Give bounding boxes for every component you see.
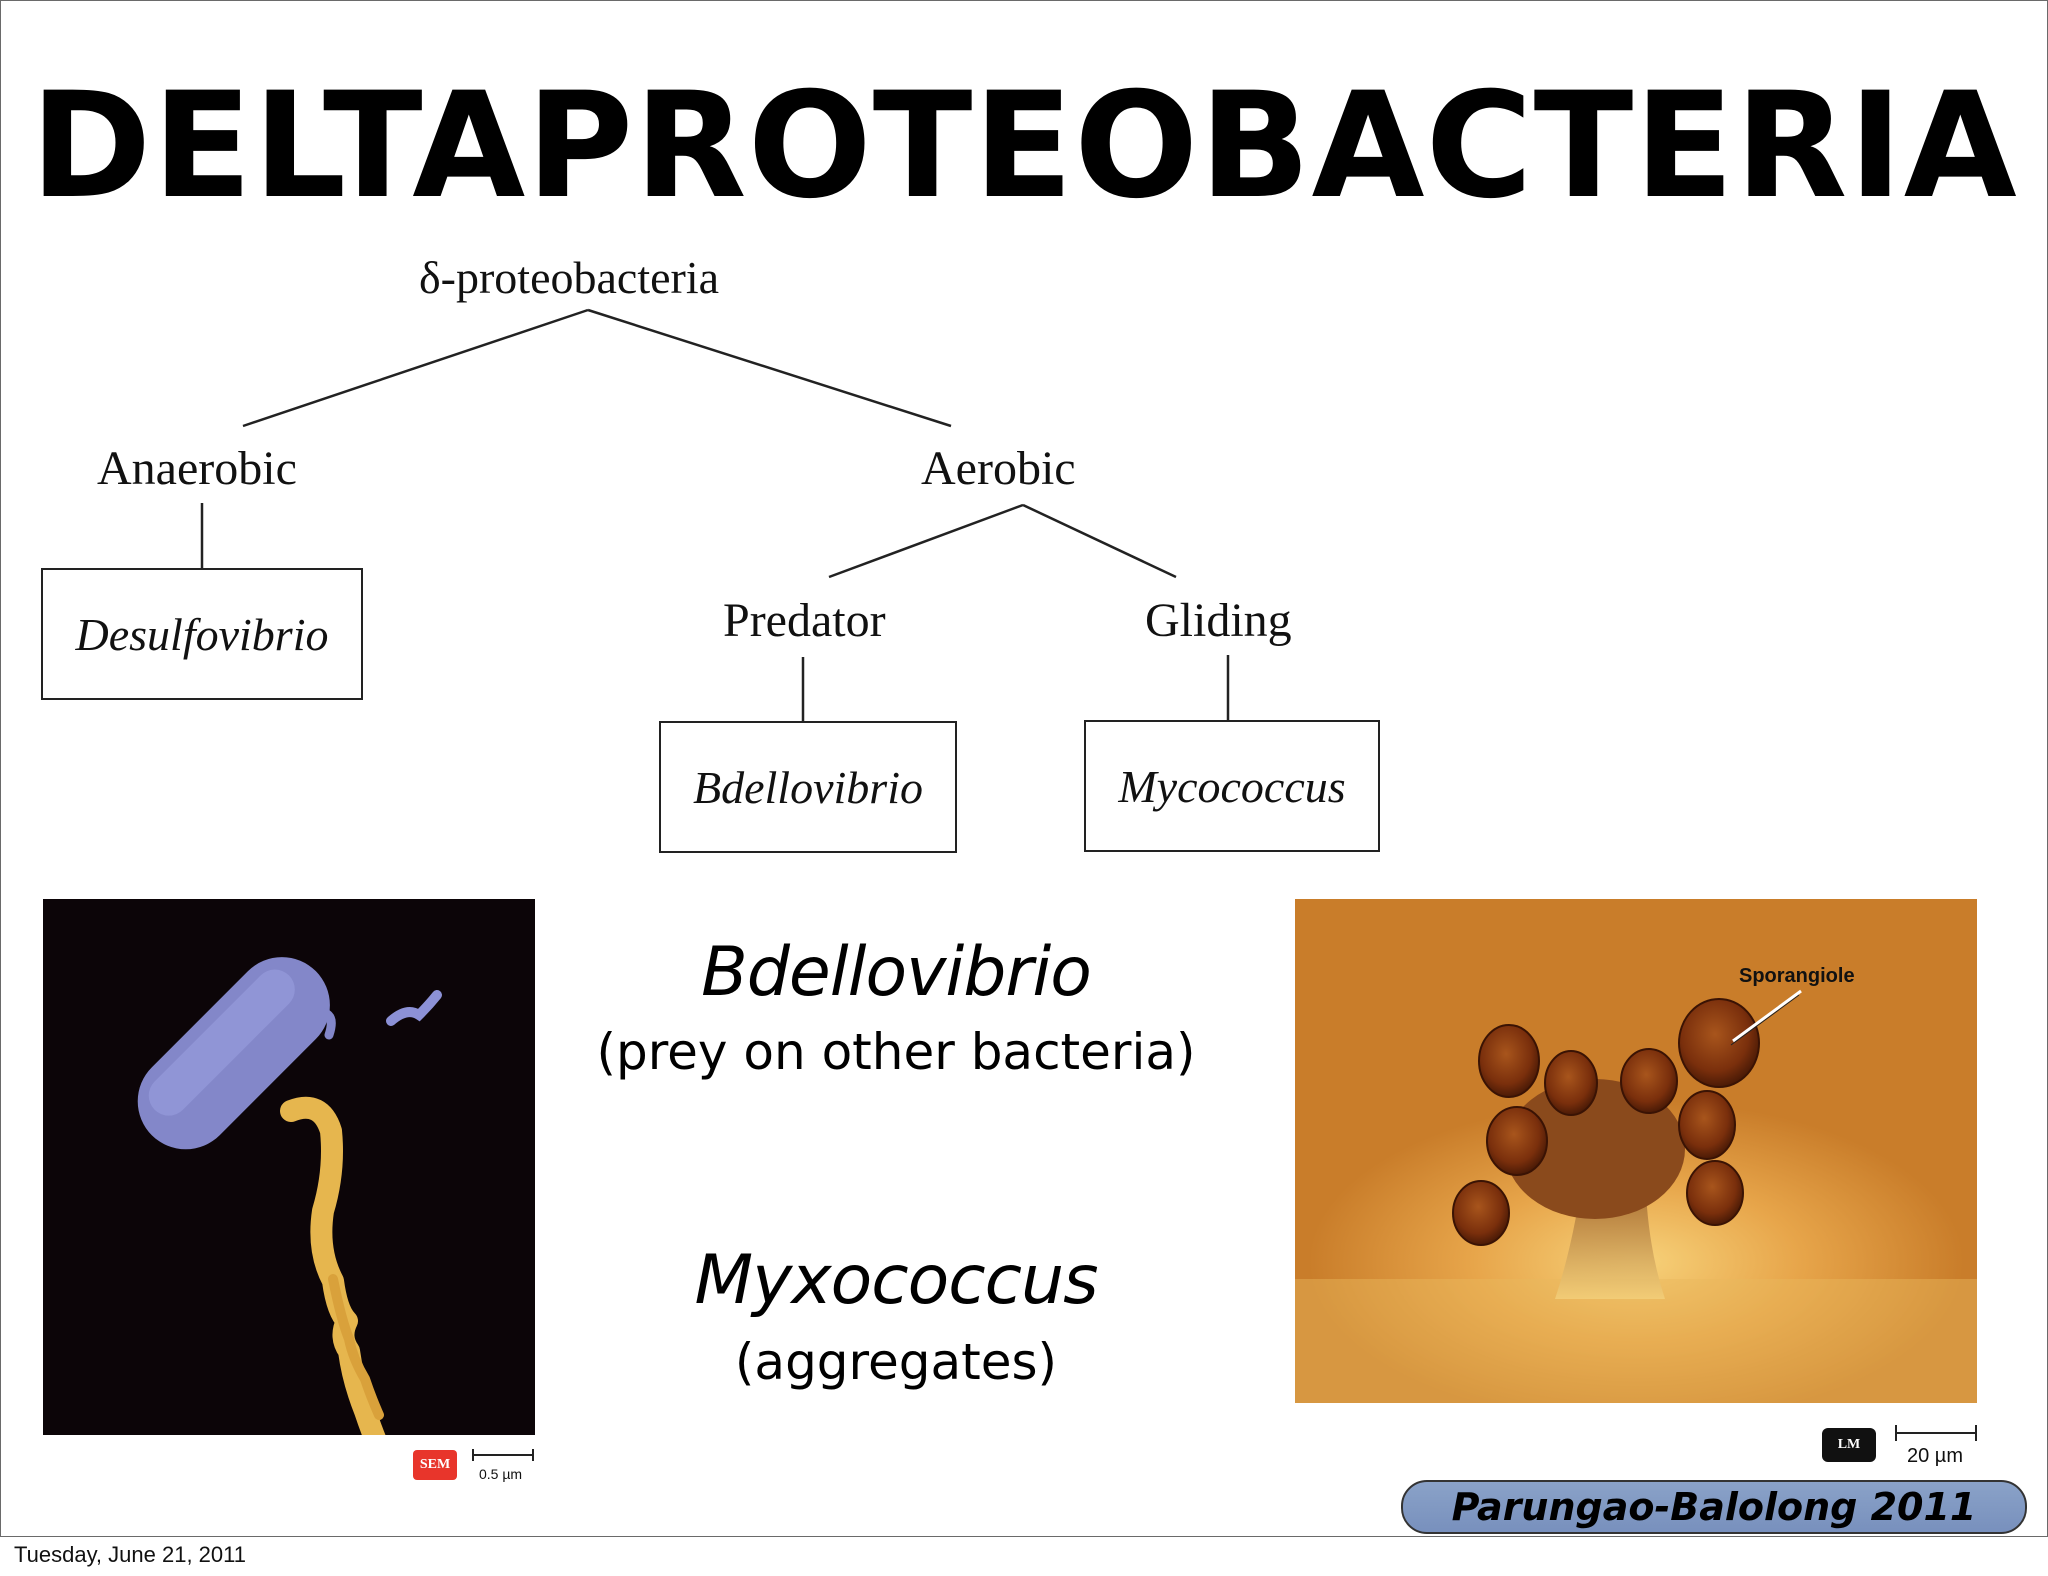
- tree-gliding-label: Gliding: [1145, 594, 1292, 647]
- sporangiole-label: Sporangiole: [1739, 965, 1855, 987]
- tree-box-mycococcus: Mycococcus: [1084, 720, 1380, 852]
- tree-connectors: [200, 308, 1230, 721]
- lm-badge: LM: [1822, 1428, 1876, 1462]
- bdellovibrio-sem-image: [43, 899, 535, 1435]
- tree-box-desulfovibrio: Desulfovibrio: [41, 568, 363, 700]
- tree-box-bdellovibrio: Bdellovibrio: [659, 721, 957, 853]
- caption-myxococcus-sub: (aggregates): [734, 1333, 1058, 1391]
- lm-scale-label: 20 µm: [1907, 1445, 1963, 1467]
- sem-badge: SEM: [413, 1450, 457, 1480]
- slide-title: DELTAPROTEOBACTERIA: [30, 61, 2018, 231]
- footer-date: Tuesday, June 21, 2011: [14, 1542, 246, 1567]
- slide: DELTAPROTEOBACTERIA δ-proteobacteria Ana…: [0, 0, 2048, 1537]
- tree-anaerobic-label: Anaerobic: [97, 442, 297, 495]
- tree-root-label: δ-proteobacteria: [419, 252, 720, 303]
- tree-aerobic-label: Aerobic: [921, 442, 1076, 495]
- tree-predator-label: Predator: [723, 594, 886, 647]
- lm-scale-bar: [1895, 1425, 1977, 1441]
- myxococcus-lm-image: Sporangiole: [1295, 899, 1977, 1403]
- sem-scale-label: 0.5 µm: [479, 1466, 523, 1482]
- caption-bdellovibrio-sub: (prey on other bacteria): [596, 1023, 1196, 1081]
- caption-bdellovibrio-title: Bdellovibrio: [701, 933, 1092, 1012]
- credit-badge: Parungao-Balolong 2011: [1401, 1480, 2027, 1534]
- sem-scale-bar: [472, 1449, 534, 1461]
- caption-myxococcus-title: Myxococcus: [694, 1241, 1098, 1320]
